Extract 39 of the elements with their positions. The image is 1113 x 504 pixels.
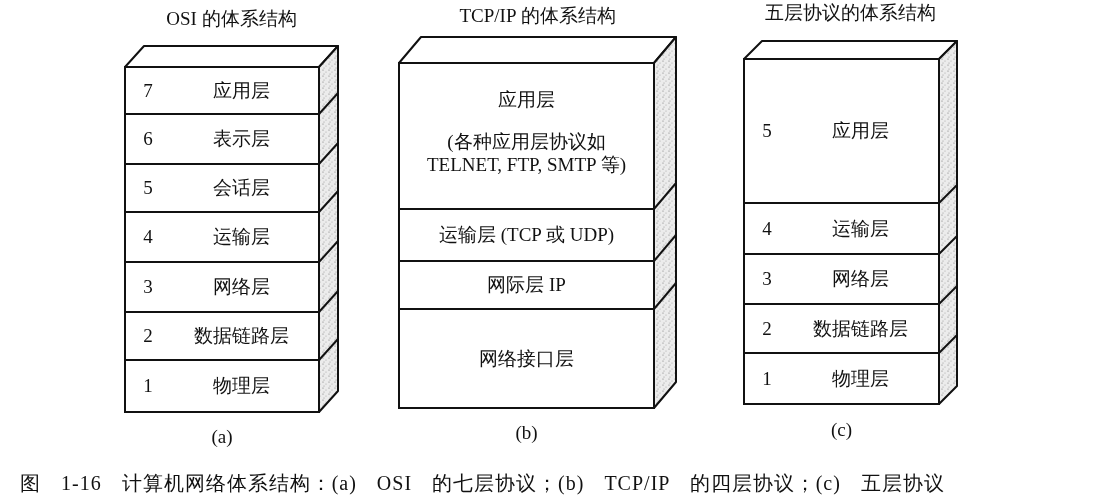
layer-number: 4 xyxy=(761,216,773,241)
layer-number: 6 xyxy=(142,127,154,151)
layer-name: 数据链路层 xyxy=(812,316,909,341)
layer-name: 网络层 xyxy=(831,267,890,291)
subfigure-label: (a) xyxy=(210,425,234,449)
layer-number: 2 xyxy=(142,324,154,348)
layer-name: 网际层 IP xyxy=(487,273,566,297)
layer-name: 应用层 xyxy=(831,119,890,143)
layer-number: 7 xyxy=(142,78,154,103)
layer-number: 1 xyxy=(761,366,773,391)
layer-name: 表示层 xyxy=(211,127,271,151)
layer-name: 应用层 xyxy=(211,78,271,103)
layer-number: 3 xyxy=(142,275,154,299)
stack-title: TCP/IP 的体系结构 xyxy=(458,4,617,28)
layer-name: 数据链路层 xyxy=(192,324,290,348)
layer-name: 运输层 xyxy=(831,216,890,241)
layer-name: 运输层 xyxy=(211,225,271,249)
subfigure-label: (b) xyxy=(514,421,539,445)
stack-title: OSI 的体系结构 xyxy=(165,7,298,31)
layer-note: (各种应用层协议如 TELNET, FTP, SMTP 等) xyxy=(426,130,627,176)
layer-number: 1 xyxy=(142,374,154,398)
layer-name: 物理层 xyxy=(211,374,271,398)
layer-number: 3 xyxy=(761,267,773,291)
layer-box xyxy=(124,359,320,413)
layer-name: 应用层 xyxy=(498,88,555,112)
layer-name: 物理层 xyxy=(831,366,890,391)
layer-name: 网络接口层 xyxy=(479,346,574,371)
layer-number: 5 xyxy=(761,119,773,143)
layer-name: 会话层 xyxy=(211,176,271,200)
layer-number: 5 xyxy=(142,176,154,200)
layer-box xyxy=(398,308,655,409)
layer-name: 网络层 xyxy=(211,275,271,299)
layer-name: 运输层 (TCP 或 UDP) xyxy=(438,223,615,247)
stack-title: 五层协议的体系结构 xyxy=(764,1,937,25)
layer-number: 2 xyxy=(761,316,773,341)
figure-caption: 图 1-16 计算机网络体系结构：(a) OSI 的七层协议；(b) TCP/IP 的四层协议；(c) 五层协议 xyxy=(20,471,945,496)
layer-number: 4 xyxy=(142,225,154,249)
layer-box xyxy=(743,352,940,405)
subfigure-label: (c) xyxy=(829,418,854,442)
